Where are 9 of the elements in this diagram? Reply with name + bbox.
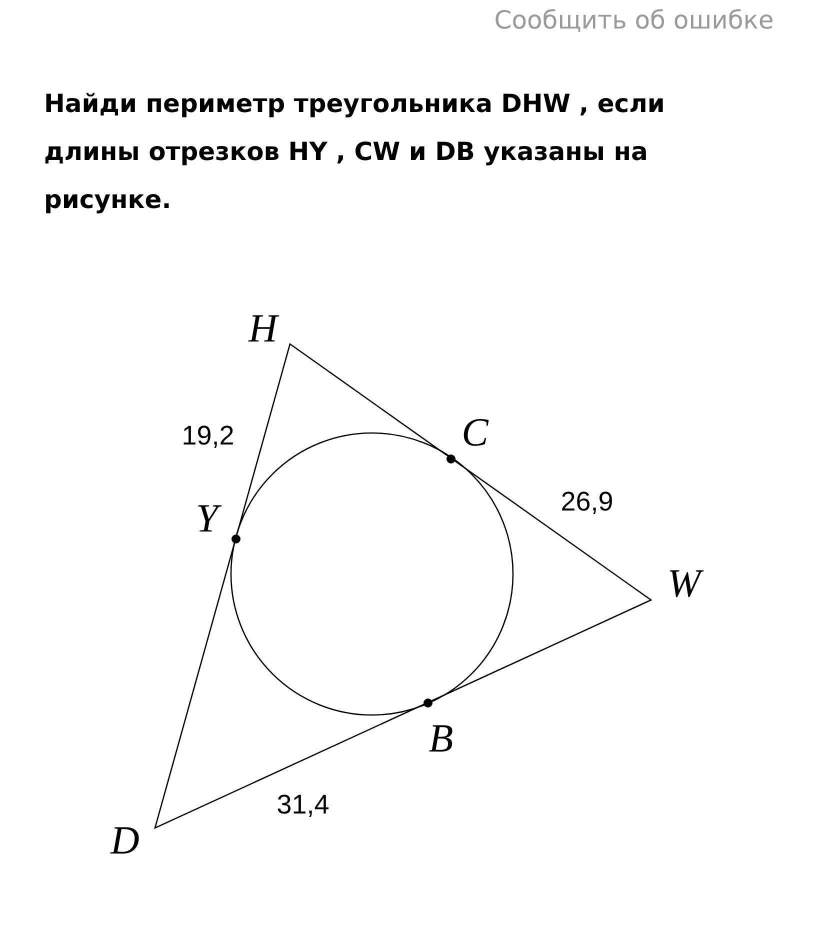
point-label: D (110, 816, 140, 864)
problem-text: Найди периметр треугольника DHW , если длины отрезков HY , CW и DB указаны на рисунке. (44, 88, 666, 216)
point-label: C (462, 408, 488, 456)
point-label: B (428, 714, 454, 762)
length-label: 19,2 (182, 420, 234, 452)
length-label: 31,4 (276, 790, 330, 820)
report-error-link: Сообщить об ошибке (494, 6, 774, 34)
point-label: H (248, 304, 278, 352)
length-label: 26,9 (560, 486, 614, 518)
